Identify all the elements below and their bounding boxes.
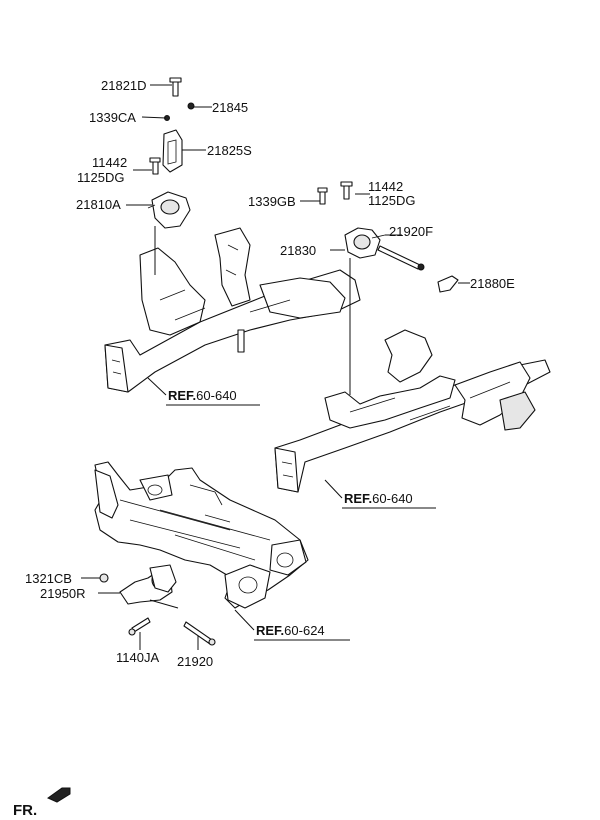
left-mount-assembly xyxy=(147,77,195,275)
label-21920[interactable]: 21920 xyxy=(177,654,213,669)
roll-stop-assembly xyxy=(99,564,216,646)
reference-labels: REF.60-640 REF.60-640 REF.60-624 xyxy=(168,388,413,638)
left-side-member xyxy=(104,227,361,393)
label-1321CB[interactable]: 1321CB xyxy=(25,571,72,586)
label-21920F[interactable]: 21920F xyxy=(389,224,433,239)
label-1125DG-left[interactable]: 1125DG xyxy=(77,170,124,185)
leader-lines xyxy=(81,84,470,650)
bracket-21880E xyxy=(437,275,459,293)
bolt-11442-right xyxy=(343,184,350,200)
label-11442-right[interactable]: 11442 xyxy=(368,179,403,194)
label-21830[interactable]: 21830 xyxy=(280,243,316,258)
nut-21845 xyxy=(187,102,195,110)
label-1140JA[interactable]: 1140JA xyxy=(116,650,159,665)
label-21810A[interactable]: 21810A xyxy=(76,197,121,212)
front-arrow-icon xyxy=(46,787,71,803)
label-21845[interactable]: 21845 xyxy=(212,100,248,115)
right-side-member xyxy=(274,329,551,493)
part-labels: 21821D 1339CA 21845 21825S 11442 1125DG … xyxy=(25,78,515,669)
bracket-21825S xyxy=(162,129,183,173)
nut-1321CB xyxy=(99,573,109,583)
label-21825S[interactable]: 21825S xyxy=(207,143,252,158)
bolt-21920F xyxy=(377,245,421,270)
label-1339GB[interactable]: 1339GB xyxy=(248,194,296,209)
label-11442-left[interactable]: 11442 xyxy=(92,155,127,170)
ref-label-1[interactable]: REF.60-640 xyxy=(168,388,237,403)
label-1339CA[interactable]: 1339CA xyxy=(89,110,136,125)
label-21950R[interactable]: 21950R xyxy=(40,586,86,601)
label-1125DG-right[interactable]: 1125DG xyxy=(368,193,415,208)
ref-label-3[interactable]: REF.60-624 xyxy=(256,623,325,638)
right-mount-assembly xyxy=(317,181,459,395)
subframe xyxy=(94,461,309,609)
ref-label-2[interactable]: REF.60-640 xyxy=(344,491,413,506)
label-21880E[interactable]: 21880E xyxy=(470,276,515,291)
front-indicator-label: FR. xyxy=(13,802,37,819)
label-21821D[interactable]: 21821D xyxy=(101,78,147,93)
